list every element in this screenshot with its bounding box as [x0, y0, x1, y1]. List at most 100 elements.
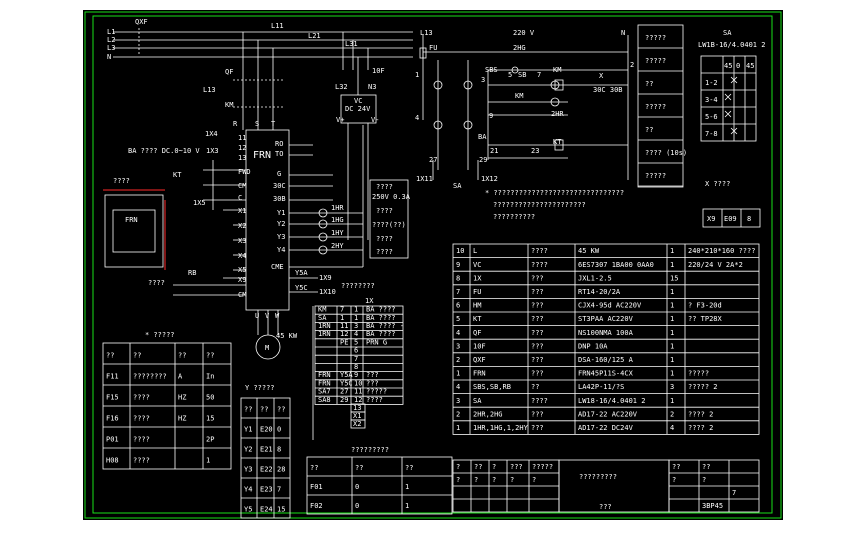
frn-label: FRN [253, 150, 271, 161]
ctrl-1x12: 1X12 [481, 175, 498, 183]
bom-cell: DNP 10A [578, 342, 608, 350]
bom-cell: 2 [456, 410, 460, 418]
bom-cell: 1 [670, 342, 674, 350]
ctrl-ba: BA [478, 133, 487, 141]
sa-col-45b: 45 [746, 62, 754, 70]
bom-cell: 1 [670, 247, 674, 255]
fn-cell: 1 [405, 502, 409, 510]
function-label: ????? [645, 172, 666, 180]
star-note: * ????? [145, 331, 175, 339]
ctrl-l13: L13 [420, 29, 433, 37]
tb-cell: ? [532, 476, 536, 484]
schematic-diagram: QXF L1 L2 L3 N L11 L21 L31 QF L13 KM R S… [84, 11, 782, 519]
terminal-cell: FRN [318, 379, 331, 387]
box250-l5: ???? [376, 235, 393, 243]
bom-cell: ??? [531, 329, 544, 337]
terminal-cell: ??? [366, 371, 379, 379]
ctrl-n4: 4 [415, 114, 419, 122]
ctrl-sbs: SBS [485, 66, 498, 74]
title-name-box [558, 459, 670, 513]
y-cell: E21 [260, 446, 273, 454]
qf10-label: 10F [372, 67, 385, 75]
terminal-cell: BA ???? [366, 330, 396, 338]
sa-contact-mark [724, 93, 732, 101]
terminal-extra: X1 [353, 412, 361, 420]
bom-cell: ? F3-20d [688, 302, 722, 310]
bom-cell: 6ES7307 1BA00 0AA0 [578, 261, 654, 269]
bom-cell: 4 [670, 424, 674, 432]
bom-cell: 1X [473, 274, 482, 282]
fn-cell: F02 [310, 502, 323, 510]
terminal-cell: SA7 [318, 388, 331, 396]
terminal-cell: FRN [318, 371, 331, 379]
terminal-cell: PRN G [366, 338, 387, 346]
bom-cell: ?? TP28X [688, 315, 723, 323]
terminal-cell: ???? [366, 396, 383, 404]
control-circuit [422, 35, 629, 180]
keypad-display [112, 209, 156, 253]
bom-cell: 10F [473, 342, 486, 350]
y5c-label: Y5C [295, 284, 308, 292]
terminal-cell: BA ???? - [366, 322, 404, 330]
km-label: KM [225, 101, 233, 109]
tb-right-cell: ?? [702, 463, 710, 471]
y5a-label: Y5A [295, 269, 308, 277]
terminal-cell: 6 [354, 347, 358, 355]
ctrl-n2: 2 [630, 61, 634, 69]
ctrl-sb: SB [518, 71, 526, 79]
x5-label: X5 [238, 266, 246, 274]
function-label: ????? [645, 103, 666, 111]
fn-cell: ?? [355, 464, 363, 472]
y-cell: E24 [260, 506, 273, 514]
dc24-label: DC 24V [345, 105, 371, 113]
function-label: ????? [645, 34, 666, 42]
terminal-cell: ??? [366, 379, 379, 387]
ctrl-km2: KM [515, 92, 523, 100]
to-label: TO [275, 150, 283, 158]
tb-cell: ??? [510, 463, 523, 471]
bom-cell: HM [473, 302, 481, 310]
terminal-cell: 8 [354, 363, 358, 371]
param-cell: ???? [133, 414, 150, 422]
tb-right-cell: 3BP45 [702, 502, 723, 510]
fn-cell: ?? [310, 464, 318, 472]
ctrl-n1: 1 [415, 71, 419, 79]
x3-label: X3 [238, 237, 246, 245]
sa-contact-mark [730, 76, 738, 84]
param-cell: ???? [133, 393, 150, 401]
tb-cell: ????? [532, 463, 553, 471]
bom-cell: ???? 2 [688, 410, 713, 418]
tb-right-cell: 7 [732, 489, 736, 497]
bom-cell: ??? [531, 424, 544, 432]
kt-coil [554, 139, 564, 151]
param-cell: 1 [206, 456, 210, 464]
drawing-label: ??? [599, 503, 612, 511]
param-cell: ?? [133, 351, 141, 359]
terminal-cell: 3 [354, 322, 358, 330]
param-cell: A [178, 372, 183, 380]
lamp-2hr [550, 97, 560, 107]
fwd-label: FWD [238, 168, 251, 176]
tb-cell: ? [474, 476, 478, 484]
bom-cell: 4 [456, 329, 460, 337]
bom-cell: L [473, 247, 477, 255]
terminal-extra-cell [350, 419, 366, 429]
bom-cell: 1 [670, 370, 674, 378]
frn-11-label: 11 [238, 134, 246, 142]
ctrl-220v: 220 V [513, 29, 535, 37]
bom-cell: LA42P-11/?S [578, 383, 624, 391]
bom-cell: 15 [670, 274, 678, 282]
bom-cell: 1 [670, 302, 674, 310]
bom-cell: AD17-22 AC220V [578, 410, 638, 418]
x-table-title: X ???? [705, 180, 730, 188]
ctrl-meter-3 [433, 120, 443, 130]
param-cell: ???? [133, 435, 150, 443]
lamp-2hg [511, 66, 519, 74]
function-label-column [637, 24, 684, 188]
ctrl-sa: SA [453, 182, 462, 190]
y2-label: Y2 [277, 220, 285, 228]
title-block: ???????????????????????????????????73BP4… [452, 459, 760, 513]
ctrl-1x11: 1X11 [416, 175, 433, 183]
ctrl-n3: 3 [481, 76, 485, 84]
30b-label: 30B [273, 195, 286, 203]
